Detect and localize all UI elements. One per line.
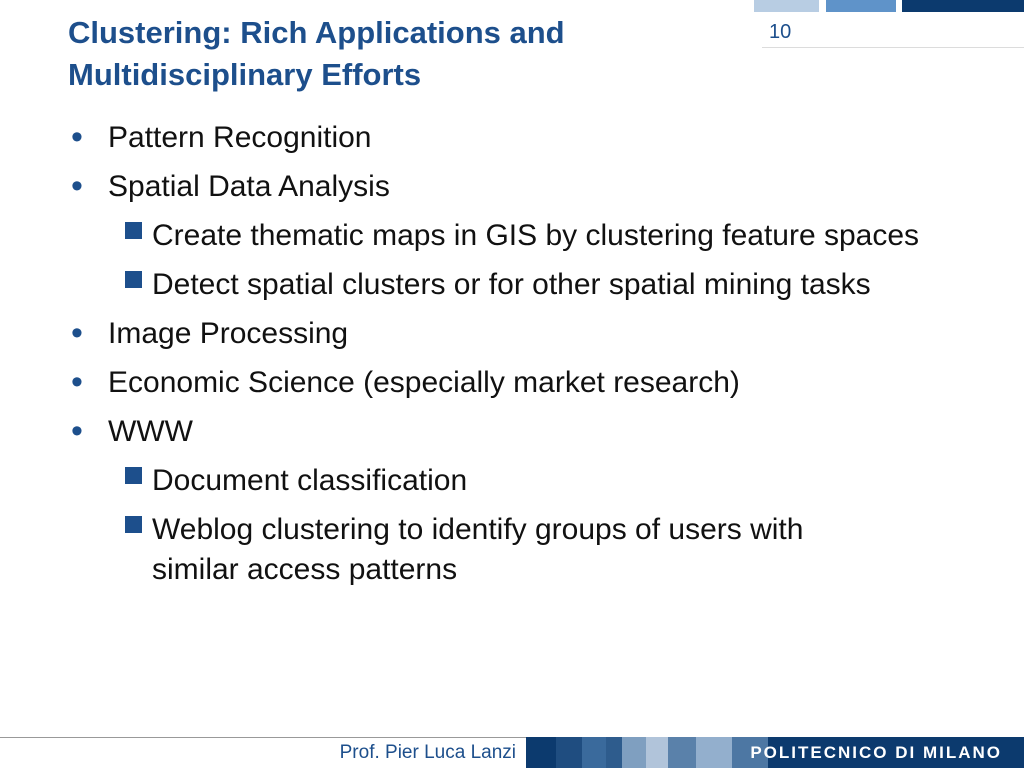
footer-author: Prof. Pier Luca Lanzi (339, 742, 516, 763)
footer-band-segment (732, 737, 768, 768)
institution-logo: POLITECNICO DI MILANO (750, 743, 1002, 762)
slide-title: Clustering: Rich Applications and Multid… (68, 15, 565, 92)
round-bullet-icon: • (71, 118, 83, 156)
sub-list-item-text: Create thematic maps in GIS by clusterin… (152, 219, 920, 252)
footer-band: POLITECNICO DI MILANO (526, 737, 1024, 768)
top-bar-light (754, 0, 819, 12)
bullet-list: • Pattern Recognition • Spatial Data Ana… (0, 118, 1024, 599)
round-bullet-icon: • (71, 412, 83, 450)
sub-list-item: Weblog clustering to identify groups of … (0, 510, 1024, 590)
footer-band-segment (606, 737, 622, 768)
list-item: • Image Processing (0, 314, 1024, 354)
page-number: 10 (762, 20, 1024, 48)
sub-list-item-text: Weblog clustering to identify groups of … (152, 513, 804, 586)
list-item: • Economic Science (especially market re… (0, 363, 1024, 403)
square-bullet-icon (125, 467, 142, 484)
sub-list-item: Create thematic maps in GIS by clusterin… (0, 216, 1024, 256)
footer-band-segment (668, 737, 696, 768)
list-item-text: Pattern Recognition (108, 121, 372, 154)
round-bullet-icon: • (71, 167, 83, 205)
list-item-text: Spatial Data Analysis (108, 170, 390, 203)
footer-band-segment (622, 737, 646, 768)
sub-list-item-text: Document classification (152, 464, 468, 497)
list-item: • Pattern Recognition (0, 118, 1024, 158)
footer-divider (0, 737, 528, 738)
list-item-text: Economic Science (especially market rese… (108, 366, 740, 399)
list-item-text: WWW (108, 415, 193, 448)
sub-list-item: Detect spatial clusters or for other spa… (0, 265, 1024, 305)
top-decoration-bars (754, 0, 1024, 14)
footer-band-segment (696, 737, 732, 768)
top-bar-mid (826, 0, 896, 12)
square-bullet-icon (125, 222, 142, 239)
sub-list-item-text: Detect spatial clusters or for other spa… (152, 268, 871, 301)
round-bullet-icon: • (71, 363, 83, 401)
list-item: • Spatial Data Analysis (0, 167, 1024, 207)
top-bar-dark (902, 0, 1024, 12)
footer-band-segment (646, 737, 668, 768)
footer-band-segment (556, 737, 582, 768)
sub-list-item: Document classification (0, 461, 1024, 501)
square-bullet-icon (125, 516, 142, 533)
list-item: • WWW (0, 412, 1024, 452)
square-bullet-icon (125, 271, 142, 288)
list-item-text: Image Processing (108, 317, 349, 350)
round-bullet-icon: • (71, 314, 83, 352)
footer-band-segment (582, 737, 606, 768)
